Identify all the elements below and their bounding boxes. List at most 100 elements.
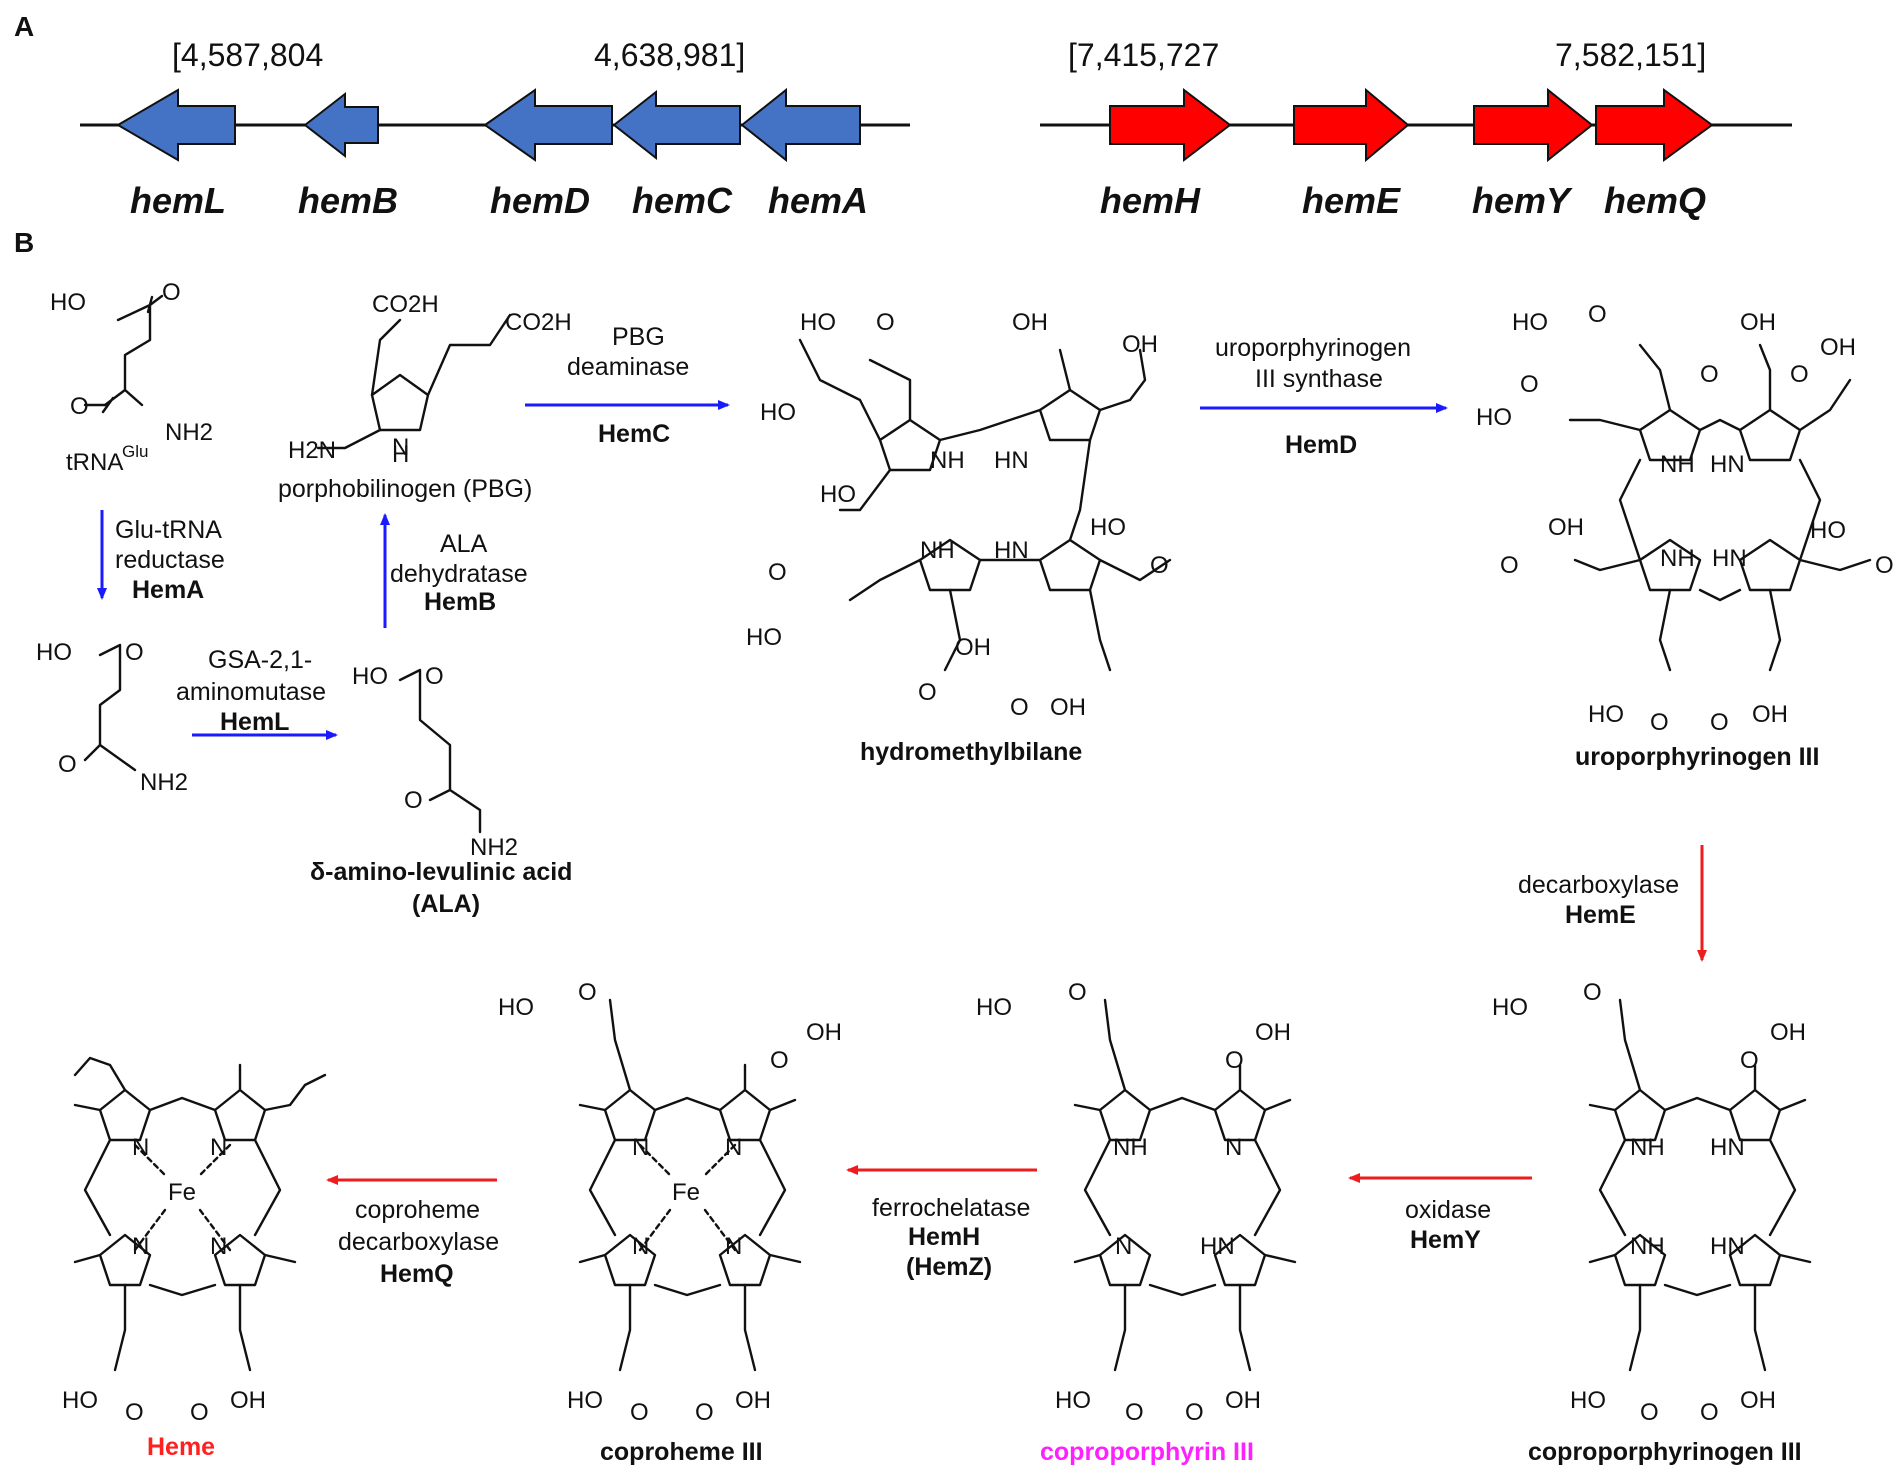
atom-nh: NH bbox=[920, 537, 955, 564]
atom-o: O bbox=[1500, 552, 1519, 579]
step-hemL-line2: aminomutase bbox=[176, 678, 326, 706]
atom-n: N bbox=[210, 1233, 227, 1260]
atom-oh: OH bbox=[1012, 309, 1048, 336]
cluster-right-end-coord: 7,582,151] bbox=[1555, 37, 1706, 73]
atom-co2h: CO2H bbox=[372, 291, 439, 318]
atom-o: O bbox=[1225, 1047, 1244, 1074]
atom-hn: HN bbox=[1710, 451, 1745, 478]
atom-o: O bbox=[70, 393, 89, 420]
atom-o: O bbox=[1588, 301, 1607, 328]
atom-n: N bbox=[210, 1134, 227, 1161]
atom-o: O bbox=[1640, 1399, 1659, 1426]
cluster-left-start-coord: [4,587,804 bbox=[172, 37, 323, 73]
atom-hn: HN bbox=[1200, 1233, 1235, 1260]
atom-nh: NH bbox=[930, 447, 965, 474]
step-hemQ-line2: decarboxylase bbox=[338, 1228, 499, 1256]
atom-ho: HO bbox=[800, 309, 836, 336]
atom-nh2: NH2 bbox=[470, 834, 518, 861]
atom-ho: HO bbox=[50, 289, 86, 316]
atom-ho: HO bbox=[1810, 517, 1846, 544]
atom-oh: OH bbox=[955, 634, 991, 661]
atom-oh: OH bbox=[806, 1019, 842, 1046]
gene-label-hemB: hemB bbox=[298, 180, 398, 221]
gene-label-hemQ: hemQ bbox=[1604, 180, 1706, 221]
step-hemL-line1: GSA-2,1- bbox=[208, 646, 312, 674]
compound-ala-name: δ-amino-levulinic acid bbox=[310, 858, 572, 886]
atom-ho: HO bbox=[567, 1387, 603, 1414]
atom-ho: HO bbox=[1570, 1387, 1606, 1414]
glu-trna-structure: HO O O NH2 tRNA Glu bbox=[50, 279, 213, 476]
cluster-left-end-coord: 4,638,981] bbox=[594, 37, 745, 73]
gene-label-hemC: hemC bbox=[632, 180, 733, 221]
atom-o: O bbox=[1150, 552, 1169, 579]
panel-a-label: A bbox=[14, 11, 34, 42]
step-hemA-line1: Glu-tRNA bbox=[115, 516, 222, 544]
coproporphyrin-structure: HO O OH O NH N N HN HO O O OH bbox=[976, 979, 1297, 1426]
step-hemB-line2: dehydratase bbox=[390, 560, 528, 588]
step-hemH-alt: (HemZ) bbox=[906, 1253, 992, 1281]
atom-ho: HO bbox=[1512, 309, 1548, 336]
atom-o: O bbox=[190, 1399, 209, 1426]
compound-ala-abbrev: (ALA) bbox=[412, 890, 480, 918]
gene-arrow-hemC bbox=[612, 89, 741, 161]
step-hemC-line1: PBG bbox=[612, 323, 665, 351]
gene-arrow-hemA bbox=[740, 87, 861, 163]
glu-trna-superscript: Glu bbox=[122, 442, 148, 461]
atom-ho: HO bbox=[36, 639, 72, 666]
gene-label-hemH: hemH bbox=[1100, 180, 1201, 221]
atom-oh: OH bbox=[1770, 1019, 1806, 1046]
gene-label-hemE: hemE bbox=[1302, 180, 1401, 221]
atom-o: O bbox=[578, 979, 597, 1006]
atom-ho: HO bbox=[62, 1387, 98, 1414]
step-hemD-enzyme: HemD bbox=[1285, 431, 1357, 459]
step-hemY-line1: oxidase bbox=[1405, 1196, 1491, 1224]
atom-o: O bbox=[630, 1399, 649, 1426]
gene-cluster-right: [7,415,727 7,582,151] hemH hemE hemY hem… bbox=[1040, 37, 1792, 221]
atom-o: O bbox=[58, 751, 77, 778]
atom-hn: HN bbox=[994, 537, 1029, 564]
atom-oh: OH bbox=[1050, 694, 1086, 721]
compound-copro-gen-name: coproporphyrinogen III bbox=[1528, 1438, 1802, 1466]
gene-arrow-hemQ bbox=[1595, 88, 1714, 162]
atom-o: O bbox=[125, 639, 144, 666]
atom-n: N bbox=[132, 1233, 149, 1260]
atom-nh: NH bbox=[1630, 1233, 1665, 1260]
atom-ho: HO bbox=[760, 399, 796, 426]
atom-o: O bbox=[1650, 709, 1669, 736]
step-hemH-enzyme: HemH bbox=[908, 1223, 980, 1251]
atom-nh2: NH2 bbox=[140, 769, 188, 796]
step-hemC-enzyme: HemC bbox=[598, 420, 670, 448]
step-hemE-enzyme: HemE bbox=[1565, 901, 1636, 929]
compound-coproheme-name: coproheme III bbox=[600, 1438, 763, 1466]
step-hemY-enzyme: HemY bbox=[1410, 1226, 1481, 1254]
atom-ho: HO bbox=[1090, 514, 1126, 541]
hydromethylbilane-structure: HO O OH OH HO NH HN HO HO NH HN O O HO O… bbox=[746, 309, 1172, 721]
gene-arrow-hemY bbox=[1473, 87, 1594, 163]
panel-b-label: B bbox=[14, 227, 34, 258]
atom-oh: OH bbox=[230, 1387, 266, 1414]
atom-ho: HO bbox=[820, 481, 856, 508]
atom-n: N bbox=[725, 1134, 742, 1161]
atom-co2h: CO2H bbox=[505, 309, 572, 336]
atom-hn: HN bbox=[1710, 1134, 1745, 1161]
atom-o: O bbox=[1583, 979, 1602, 1006]
gene-arrow-hemB bbox=[303, 91, 379, 159]
step-hemH-line1: ferrochelatase bbox=[872, 1194, 1030, 1222]
atom-n: N bbox=[725, 1233, 742, 1260]
atom-ho: HO bbox=[498, 994, 534, 1021]
atom-fe: Fe bbox=[672, 1179, 700, 1206]
atom-o: O bbox=[918, 679, 937, 706]
atom-oh: OH bbox=[1740, 1387, 1776, 1414]
step-hemQ-line1: coproheme bbox=[355, 1196, 480, 1224]
atom-oh: OH bbox=[1255, 1019, 1291, 1046]
atom-n: N bbox=[392, 434, 409, 461]
atom-o: O bbox=[1700, 1399, 1719, 1426]
atom-nh: NH bbox=[1630, 1134, 1665, 1161]
step-hemB-enzyme: HemB bbox=[424, 588, 496, 616]
step-hemA-enzyme: HemA bbox=[132, 576, 204, 604]
gene-arrow-hemL bbox=[116, 88, 236, 162]
step-hemD-line1: uroporphyrinogen bbox=[1215, 334, 1411, 362]
atom-ho: HO bbox=[1476, 404, 1512, 431]
atom-oh: OH bbox=[1548, 514, 1584, 541]
